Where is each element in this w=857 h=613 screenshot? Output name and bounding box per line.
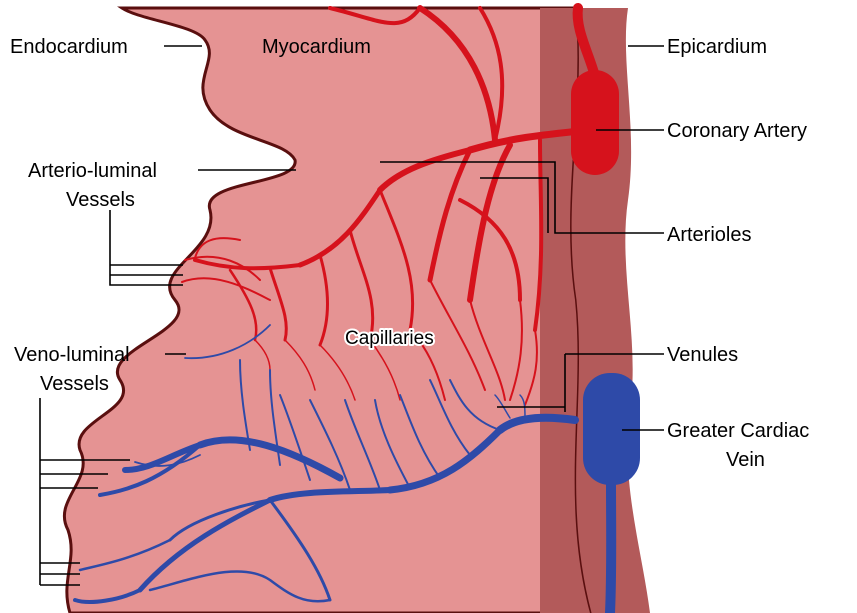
label-veno-luminal-line1: Veno-luminal	[14, 344, 130, 366]
greater-cardiac-vein-vessel	[583, 373, 640, 485]
label-endocardium: Endocardium	[10, 36, 128, 58]
label-capillaries: Capillaries	[345, 328, 434, 349]
label-arterio-luminal-line1: Arterio-luminal	[28, 160, 157, 182]
label-myocardium: Myocardium	[262, 36, 371, 58]
label-arterio-luminal-line2: Vessels	[66, 189, 135, 211]
label-venules: Venules	[667, 344, 738, 366]
label-veno-luminal-line2: Vessels	[40, 373, 109, 395]
label-greater-cardiac-line2: Vein	[726, 449, 765, 471]
greater-cardiac-vein-tail	[610, 480, 611, 613]
coronary-artery-vessel	[571, 70, 619, 175]
label-coronary-artery: Coronary Artery	[667, 120, 807, 142]
label-arterioles: Arterioles	[667, 224, 751, 246]
label-greater-cardiac-line1: Greater Cardiac	[667, 420, 809, 442]
label-epicardium: Epicardium	[667, 36, 767, 58]
